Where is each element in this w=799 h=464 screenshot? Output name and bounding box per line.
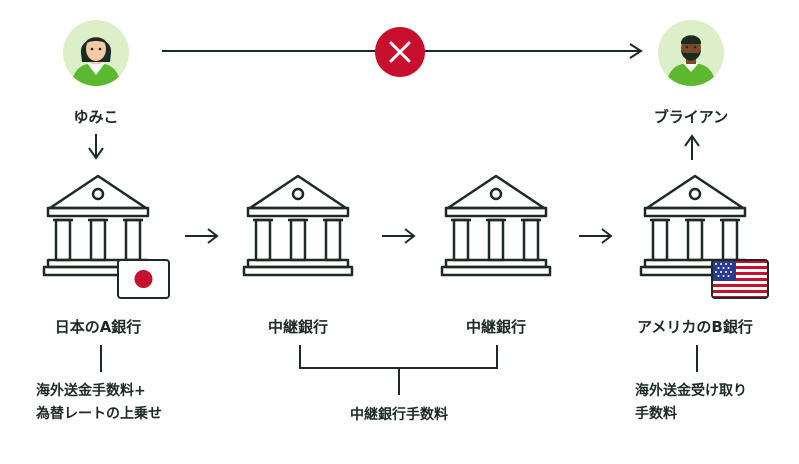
usa-flag-icon	[711, 259, 769, 299]
bank-label-intermediary-1: 中継銀行	[267, 318, 328, 336]
sender-name: ゆみこ	[73, 108, 119, 126]
bank-icon	[242, 174, 354, 277]
receiver-fee-line-2: 手数料	[635, 406, 677, 422]
sender-fee-line-1: 海外送金手数料+	[36, 383, 146, 399]
japan-flag-icon	[117, 259, 170, 299]
bank-icon	[440, 174, 552, 277]
receiver-fee-line-1: 海外送金受け取り	[635, 383, 747, 399]
intermediary-fee-note: 中継銀行手数料	[350, 407, 448, 423]
blocked-x-icon	[375, 27, 425, 77]
bank-icon	[42, 174, 154, 277]
receiver-fee-note: 海外送金受け取り 手数料	[635, 380, 747, 426]
receiver-name: ブライアン	[653, 108, 729, 126]
sender-fee-line-2: 為替レートの上乗せ	[36, 406, 162, 422]
woman-avatar-icon	[63, 20, 129, 86]
sender-fee-note: 海外送金手数料+ 為替レートの上乗せ	[36, 380, 162, 426]
bank-label-japan: 日本のA銀行	[54, 318, 142, 336]
bank-label-usa: アメリカのB銀行	[637, 318, 753, 336]
bank-label-intermediary-2: 中継銀行	[465, 318, 526, 336]
man-avatar-icon	[658, 20, 724, 86]
